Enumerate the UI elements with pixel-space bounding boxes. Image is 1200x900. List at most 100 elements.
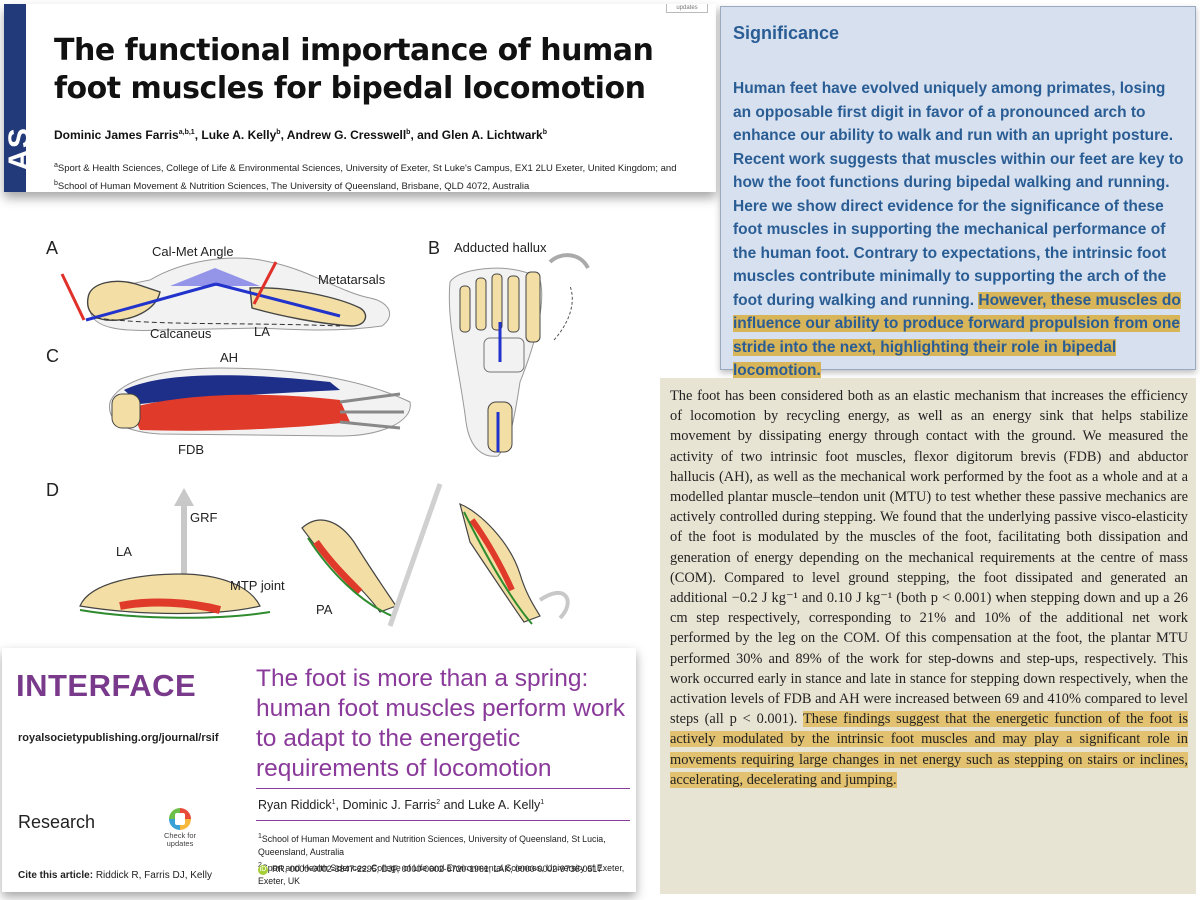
foot-anatomy-figure: A Cal-Met Angle Metatarsals Calcaneus LA… <box>46 238 590 627</box>
toe-bone <box>459 285 471 333</box>
calcaneus-label: Calcaneus <box>150 326 212 341</box>
significance-text: Human feet have evolved uniquely among p… <box>733 77 1185 383</box>
la-label: LA <box>254 324 270 339</box>
tendon-c <box>339 420 401 430</box>
toe-bone <box>507 275 520 333</box>
check-updates-line2: updates <box>166 839 194 848</box>
cal-met-angle-wedge <box>170 268 260 286</box>
author-list-2: Ryan Riddick 1, Dominic J. Farris2 and Lu… <box>258 798 544 812</box>
hallux-bone <box>525 271 541 343</box>
affiliation-1: 1School of Human Movement and Nutrition … <box>258 830 632 859</box>
heel-bone-c <box>111 393 141 429</box>
rotation-arrow <box>538 591 570 620</box>
panel-a-label: A <box>46 238 58 258</box>
adducted-hallux-label: Adducted hallux <box>454 240 547 255</box>
journal-url[interactable]: royalsocietypublishing.org/journal/rsif <box>18 732 219 744</box>
author-name: Andrew G. Cresswell <box>286 128 407 142</box>
calcaneus-axis <box>85 282 217 322</box>
la-d-label: LA <box>116 544 132 559</box>
author-sup: b <box>406 129 411 136</box>
fdb-label: FDB <box>178 442 204 457</box>
abstract-text: The foot has been considered both as an … <box>670 386 1188 790</box>
check-updates-icon <box>169 808 191 830</box>
toe-bone <box>475 277 487 331</box>
author-sep: and <box>440 798 468 812</box>
fdb-muscle <box>130 394 350 431</box>
paper-title-2: The foot is more than a spring: human fo… <box>256 665 625 782</box>
plantar-aponeurosis-d3 <box>463 511 533 625</box>
midfoot-bones <box>483 337 525 373</box>
foot-bones-d2 <box>301 519 397 613</box>
adduction-arrow <box>548 253 590 270</box>
author-name: Dominic James Farris <box>54 128 179 142</box>
plantar-muscle-d3 <box>469 518 515 592</box>
author-name: Luke A. Kelly <box>201 128 277 142</box>
affil-sup: b <box>54 180 58 188</box>
journal-strip-text: AS <box>4 127 36 171</box>
mtp-joint-label: MTP joint <box>230 578 285 593</box>
pa-label: PA <box>316 602 333 617</box>
cal-met-angle-label: Cal-Met Angle <box>152 244 234 259</box>
heel-bone <box>487 401 513 453</box>
ah-muscle <box>124 375 340 404</box>
author-name: Glen A. Lichtwark <box>441 128 543 142</box>
journal-logo: INTERFACE <box>16 668 197 703</box>
author-name: Dominic J. Farris <box>342 798 437 812</box>
author-sup: 2 <box>436 798 441 806</box>
cite-label: Cite this article: <box>18 870 94 881</box>
grf-label: GRF <box>190 510 218 525</box>
plantar-muscle-d2 <box>313 539 363 595</box>
cite-text: Riddick R, Farris DJ, Kelly <box>95 870 212 881</box>
adducted-hallux-outline <box>553 285 573 341</box>
tendon-c <box>339 392 401 404</box>
plantar-muscle-d1 <box>119 598 222 614</box>
abstract-plain: The foot has been considered both as an … <box>670 388 1188 728</box>
author-sep: , <box>335 798 343 812</box>
grf-arrowhead <box>174 488 194 506</box>
panel-a: A Cal-Met Angle Metatarsals Calcaneus LA <box>46 238 391 341</box>
affil-sup: 1 <box>258 833 262 840</box>
author-sup: 1 <box>540 798 545 806</box>
orcid-line: iD RR, 0000-0002-3847-2295; DJF, 0000-000… <box>258 864 602 875</box>
author-sup: b <box>276 129 281 136</box>
calcaneus-bone <box>86 280 161 321</box>
affiliations-2: 1School of Human Movement and Nutrition … <box>258 830 632 888</box>
paper-title: The functional importance of human foot … <box>54 33 654 106</box>
metatarsal-marker <box>252 261 278 305</box>
article-type: Research <box>18 812 96 832</box>
check-updates-line1: Check for <box>163 831 197 840</box>
author-name: Luke A. Kelly <box>467 798 541 812</box>
panel-c-label: C <box>46 346 59 366</box>
significance-plain: Human feet have evolved uniquely among p… <box>733 80 1184 309</box>
toe-bone <box>491 273 503 331</box>
citation-line: Cite this article: Riddick R, Farris DJ,… <box>18 870 212 881</box>
panel-b: B Adducted hallux <box>428 238 590 457</box>
affil-text: Sport and Health Sciences, College of Li… <box>258 862 625 886</box>
divider <box>256 788 630 789</box>
check-updates-button[interactable]: Check for updates <box>162 808 198 848</box>
updates-badge[interactable]: updates <box>666 4 708 13</box>
author-sep: , <box>280 128 287 142</box>
affil-text: School of Human Movement & Nutrition Sci… <box>57 181 530 192</box>
significance-heading: Significance <box>733 23 840 43</box>
panel-d: D GRF LA MTP joint PA <box>46 480 570 627</box>
panel-c: C AH FDB <box>46 346 411 457</box>
ah-label: AH <box>220 350 238 365</box>
abstract-box: The foot has been considered both as an … <box>660 378 1196 894</box>
author-sup: a,b,1 <box>178 129 195 136</box>
orcid-ids: RR, 0000-0002-3847-2295; DJF, 0000-0002-… <box>272 864 603 874</box>
interface-title-card: INTERFACE royalsocietypublishing.org/jou… <box>2 648 636 892</box>
divider <box>256 820 630 821</box>
orcid-icon[interactable]: iD <box>258 864 268 875</box>
journal-side-strip: AS <box>4 4 36 192</box>
author-sep: , and <box>410 128 442 142</box>
plantar-aponeurosis-d2 <box>307 537 393 617</box>
significance-box: Significance Human feet have evolved uni… <box>720 6 1196 379</box>
pnas-title-card: AS updates The functional importance of … <box>4 4 716 192</box>
author-sep: , <box>194 128 202 142</box>
author-sup: b <box>542 129 547 136</box>
affil-sup: a <box>54 162 58 169</box>
panel-b-label: B <box>428 238 440 258</box>
author-name: Ryan Riddick <box>258 798 332 812</box>
affiliations: aSport & Health Sciences, College of Lif… <box>54 158 704 192</box>
